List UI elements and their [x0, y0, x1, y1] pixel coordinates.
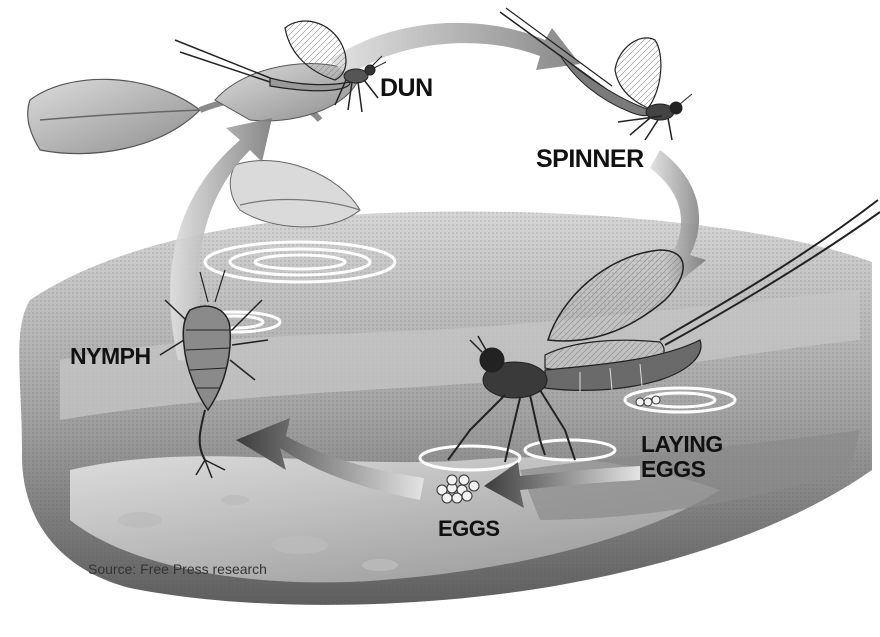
water-surface — [19, 211, 872, 604]
label-dun: DUN — [380, 74, 433, 103]
label-laying-eggs-line1: LAYING — [641, 432, 723, 457]
label-laying-eggs-line2: EGGS — [641, 457, 723, 482]
label-laying-eggs: LAYING EGGS — [641, 432, 723, 482]
label-spinner: SPINNER — [536, 145, 644, 174]
source-credit: Source: Free Press research — [88, 561, 267, 577]
spinner-mayfly — [500, 8, 692, 140]
label-eggs: EGGS — [438, 516, 500, 542]
label-nymph: NYMPH — [70, 343, 151, 370]
